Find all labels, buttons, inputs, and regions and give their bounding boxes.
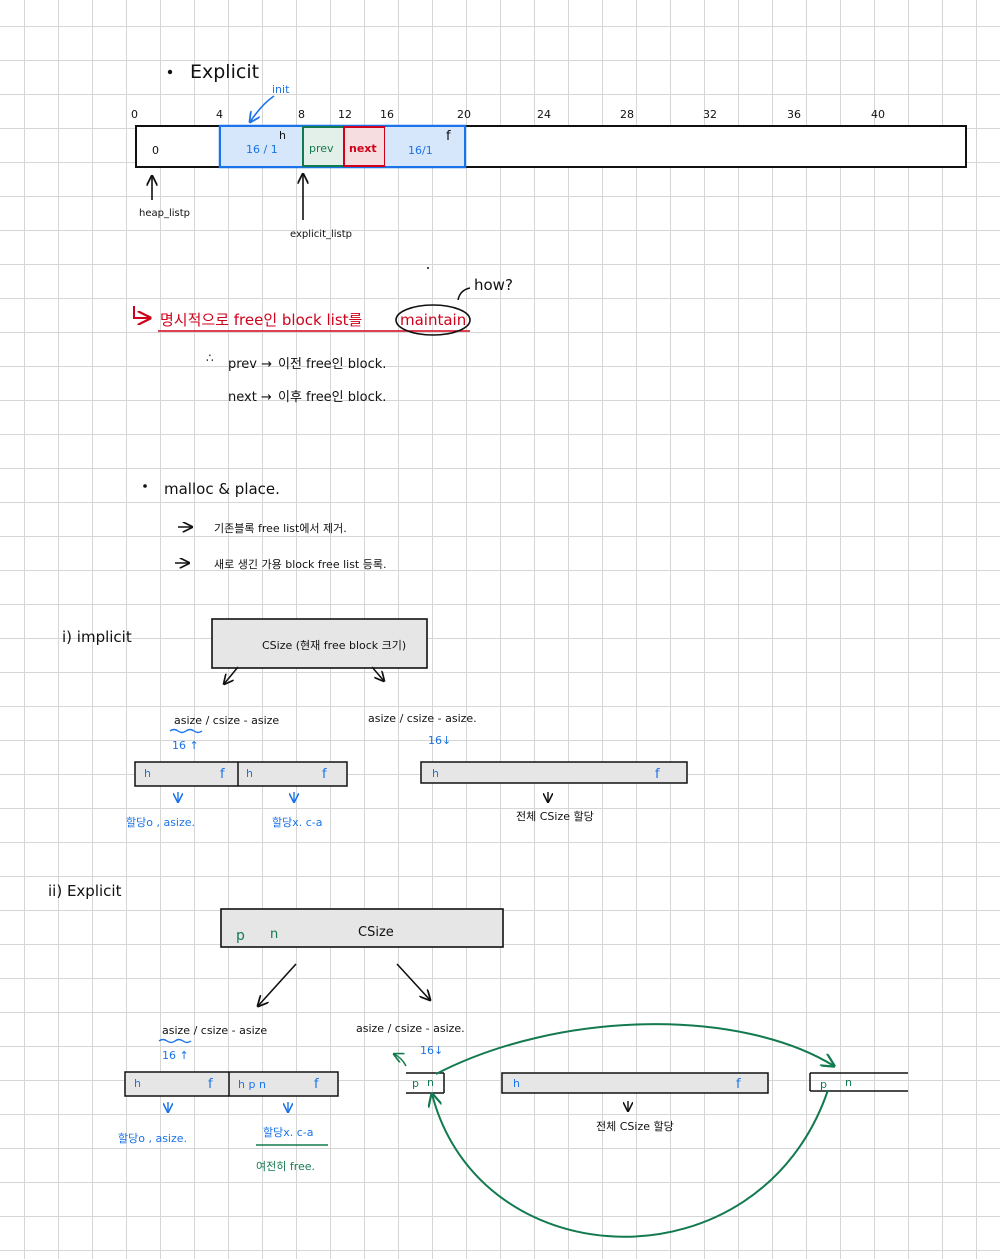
tick-label: 8 (298, 108, 305, 121)
csize-box-text: CSize (현재 free block 크기) (262, 639, 406, 652)
split-bar (134, 761, 348, 787)
bullet-dot (143, 484, 147, 488)
next-desc-key: next → (228, 390, 272, 405)
tick-label: 20 (457, 108, 471, 121)
remainder-note: 할당x. c-a (263, 1126, 314, 1139)
maintain-sentence: 명시적으로 free인 block list를 (160, 311, 363, 329)
prev-field: prev (309, 142, 334, 155)
footer-cell (385, 127, 464, 166)
whole-alloc-note: 전체 CSize 할당 (596, 1120, 674, 1133)
tick-labels: 0 4 8 12 16 20 24 28 32 36 40 (131, 108, 885, 121)
how-note: how? (474, 276, 513, 294)
malloc-step-1: 기존블록 free list에서 제거. (214, 522, 347, 535)
prev-pointer: p (412, 1077, 419, 1090)
h-mark: h (432, 767, 439, 780)
tick-label: 16 (380, 108, 394, 121)
maintain-circle (395, 304, 471, 336)
explicit-listp-label: explicit_listp (290, 229, 352, 240)
explicit-label: ii) Explicit (48, 882, 122, 900)
footer-value: 16/1 (408, 144, 433, 157)
split-caption: asize / csize - asize (174, 714, 279, 727)
tick-label: 0 (131, 108, 138, 121)
f-mark: f (736, 1077, 741, 1092)
csize-box-text: CSize (358, 925, 394, 940)
next-field: next (349, 142, 377, 155)
whole-size-note: 16↓ (428, 734, 451, 747)
stray-dot (427, 267, 429, 269)
h-mark: h (144, 767, 151, 780)
whole-alloc-note: 전체 CSize 할당 (516, 810, 594, 823)
header-h-mark: h (279, 129, 286, 142)
whole-bar (420, 761, 688, 784)
csize-box (211, 618, 428, 669)
remainder-note: 할당x. c-a (272, 816, 323, 829)
f-mark: f (314, 1077, 319, 1092)
tick-label: 28 (620, 108, 634, 121)
section-title-explicit: Explicit (190, 61, 259, 83)
h-mark: h (513, 1077, 520, 1090)
prev-desc-key: prev → (228, 357, 272, 372)
tick-label: 36 (787, 108, 801, 121)
f-mark: f (208, 1077, 213, 1092)
split-arrow-left (224, 666, 239, 684)
still-free-note: 여전히 free. (256, 1159, 315, 1173)
heap-listp-label: heap_listp (139, 208, 190, 219)
init-arrow (250, 95, 275, 122)
h-mark: h (246, 767, 253, 780)
split-size-note: 16 ↑ (172, 739, 199, 752)
tick-label: 12 (338, 108, 352, 121)
split-caption: asize / csize - asize (162, 1024, 267, 1037)
whole-bar (501, 1072, 769, 1094)
next-link-arc (435, 1023, 834, 1075)
back-hook-arrow (394, 1054, 407, 1067)
prev-pointer: p (820, 1078, 827, 1091)
therefore-mark: ∴ (206, 351, 214, 365)
init-label: init (272, 83, 290, 96)
h-p-n-marks: h p n (238, 1078, 266, 1091)
f-mark: f (220, 767, 225, 782)
whole-caption: asize / csize - asize. (356, 1022, 465, 1035)
split-bar (124, 1071, 339, 1097)
tick-label: 24 (537, 108, 551, 121)
header-value: 16 / 1 (246, 143, 278, 156)
bullet-dot (167, 69, 173, 75)
next-desc: 이후 free인 block. (278, 390, 386, 405)
implicit-label: i) implicit (62, 628, 132, 646)
csize-box (220, 908, 504, 948)
whole-size-note: 16↓ (420, 1044, 443, 1057)
malloc-step-2: 새로 생긴 가용 block free list 등록. (214, 558, 386, 571)
whole-caption: asize / csize - asize. (368, 712, 477, 725)
prev-cell (302, 126, 345, 167)
red-bullet-arrow (133, 306, 150, 318)
prev-link-arc (432, 1089, 829, 1238)
next-pointer: n (270, 927, 278, 942)
split-arrow-right (371, 666, 384, 681)
padding-value: 0 (152, 144, 159, 157)
f-mark: f (655, 767, 660, 782)
allocated-note: 할당o , asize. (118, 1132, 187, 1145)
malloc-title: malloc & place. (164, 480, 280, 498)
f-mark: f (322, 767, 327, 782)
wavy-underline (169, 728, 203, 734)
tick-label: 32 (703, 108, 717, 121)
wavy-underline (158, 1038, 192, 1044)
split-size-note: 16 ↑ (162, 1049, 189, 1062)
allocated-note: 할당o , asize. (126, 816, 195, 829)
next-pointer: n (427, 1076, 434, 1089)
tick-label: 40 (871, 108, 885, 121)
next-pointer: n (845, 1076, 852, 1089)
split-arrow-right (396, 963, 430, 1000)
h-mark: h (134, 1077, 141, 1090)
tick-label: 4 (216, 108, 223, 121)
prev-pointer: p (236, 928, 245, 944)
how-hook (457, 287, 471, 301)
maintain-word: maintain (400, 311, 466, 329)
prev-desc: 이전 free인 block. (278, 357, 386, 372)
footer-f-mark: f (446, 129, 451, 144)
split-arrow-left (258, 963, 297, 1006)
header-cell (221, 127, 303, 166)
